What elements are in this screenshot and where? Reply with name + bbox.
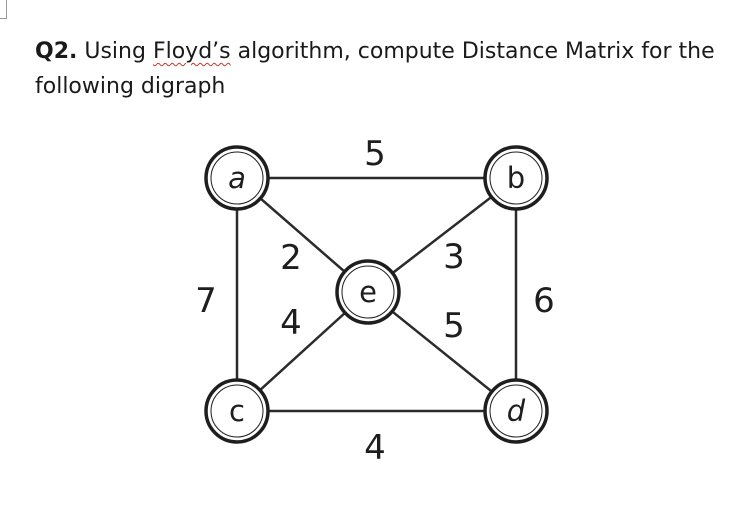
node-a: a [204, 145, 270, 211]
node-d-inner-ring [489, 384, 543, 438]
weight-b-d: 6 [533, 281, 555, 321]
node-d-label: d [507, 394, 526, 428]
weight-a-b: 5 [364, 134, 386, 174]
node-b-label: b [507, 161, 525, 195]
question-text-part-1: Using [77, 39, 153, 64]
question-number: Q2. [35, 39, 78, 64]
question-text: Q2. Using Floyd’s algorithm, compute Dis… [35, 34, 735, 104]
node-c-inner-ring [210, 384, 264, 438]
node-d: d [483, 378, 549, 444]
node-b-inner-ring [489, 151, 543, 205]
node-a-inner-ring [210, 151, 264, 205]
weight-a-c: 7 [195, 281, 217, 321]
question-text-part-2: algorithm, compute Distance Matrix for t… [35, 39, 715, 99]
node-e-label: e [359, 275, 377, 309]
node-e: e [335, 259, 401, 325]
edge-weights: 5 7 2 3 6 4 5 4 [195, 134, 555, 468]
node-c-label: c [229, 394, 245, 428]
weight-c-e: 4 [280, 303, 302, 343]
weight-c-d: 4 [364, 428, 386, 468]
weight-a-e: 2 [280, 238, 302, 278]
weight-b-e: 3 [443, 237, 465, 277]
node-c: c [204, 378, 270, 444]
node-e-inner-ring [341, 265, 395, 319]
spellcheck-flagged-word: Floyd’s [152, 39, 231, 64]
node-a-label: a [228, 161, 246, 195]
node-b: b [483, 145, 549, 211]
weight-e-d: 5 [443, 306, 465, 346]
page-corner-marker [0, 0, 7, 19]
